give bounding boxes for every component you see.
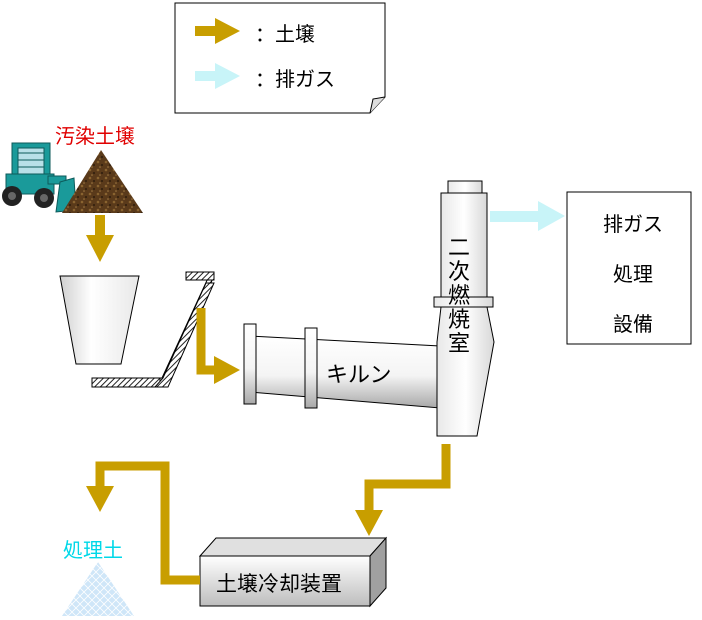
contaminated-soil-label: 汚染土壌 [55, 124, 135, 148]
secondary-combustion-char: 燃 [447, 284, 470, 309]
secondary-combustion-label: 二 次 燃 焼 室 [446, 237, 472, 357]
legend-gas-arrow-icon [195, 63, 240, 89]
soil-flow-arrow-2 [196, 308, 240, 384]
kiln-label: キルン [326, 363, 392, 388]
soil-flow-arrow-1 [86, 215, 114, 262]
treated-soil-label: 処理土 [63, 538, 123, 562]
secondary-combustion-char: 二 [447, 236, 470, 261]
soil-flow-arrow-4 [86, 461, 200, 585]
loader-icon [2, 142, 77, 213]
secondary-combustion-char: 次 [447, 260, 470, 285]
legend-soil-label: ：土壌 [255, 22, 315, 46]
exhaust-gas-treatment-line-3: 設備 [613, 312, 653, 336]
secondary-combustion-char: 焼 [447, 308, 470, 333]
contaminated-soil-pile [62, 150, 143, 213]
secondary-combustion-char: 室 [447, 332, 470, 357]
exhaust-gas-treatment-line-1: 排ガス [603, 212, 663, 236]
hopper [59, 275, 140, 365]
legend-box [174, 2, 386, 114]
exhaust-gas-arrow [490, 201, 565, 231]
soil-flow-arrow-3 [355, 444, 451, 536]
kiln [243, 323, 441, 409]
legend-gas-label: ：排ガス [255, 67, 335, 91]
soil-cooling-device [198, 536, 388, 608]
exhaust-gas-treatment-line-2: 処理 [613, 262, 653, 286]
exhaust-gas-treatment-box [566, 191, 692, 345]
treated-soil-pile [62, 562, 134, 616]
soil-cooling-device-label: 土壌冷却装置 [216, 572, 342, 596]
legend-soil-arrow-icon [195, 18, 240, 44]
secondary-combustion-chamber [433, 180, 495, 437]
